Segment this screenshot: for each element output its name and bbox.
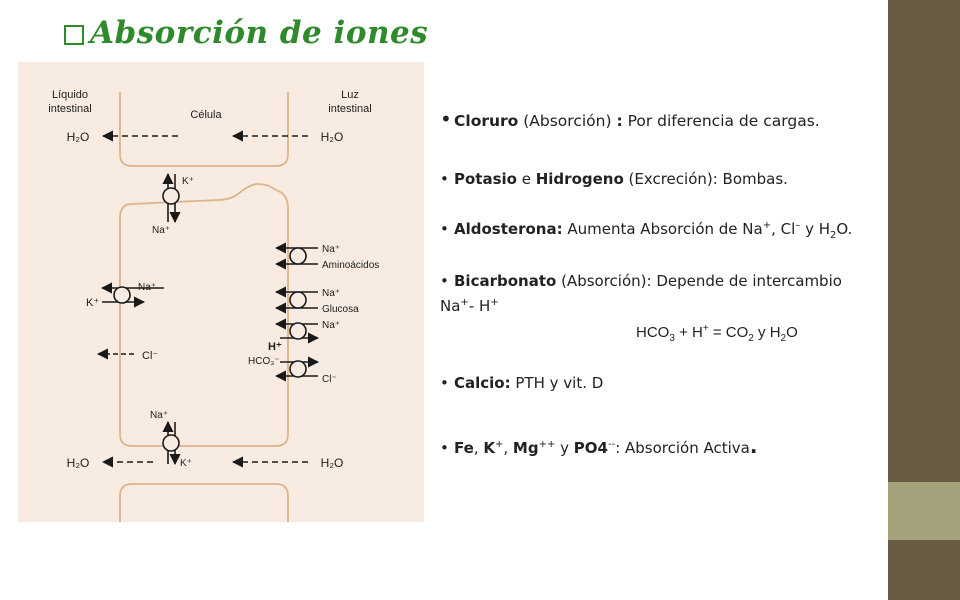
label-liquido-1: Líquido [52,89,88,101]
cell-bottom-outline [119,483,289,522]
label-cl-right: Cl⁻ [322,374,337,385]
bullet-calcio: •Calcio: PTH y vit. D [440,374,604,392]
ion-absorption-diagram: Líquido intestinal Célula Luz intestinal… [18,62,424,522]
na-k-pump-left [113,286,131,304]
sidebar-accent-band [888,482,960,540]
label-k-left: K⁺ [86,297,99,309]
label-hco3: HCO₃⁻ [248,356,280,367]
label-cl-left: Cl⁻ [142,350,158,362]
label-h2o-top-left: H₂O [67,130,90,144]
checkbox-bullet-icon [64,25,84,45]
diagram-svg: Líquido intestinal Célula Luz intestinal… [48,89,379,522]
formula-bicarbonato: HCO3 + H+ = CO2 y H2O [636,323,798,344]
label-h2o-bottom-left: H₂O [67,456,90,470]
label-luz-2: intestinal [328,103,371,115]
cell-middle-outline [119,183,289,447]
bullet-cloruro: •Cloruro (Absorción) : Por diferencia de… [440,107,820,131]
na-k-pump-bottom [162,434,180,452]
label-luz-1: Luz [341,89,359,101]
bullet-fe: •Fe, K+, Mg++ y PO4--: Absorción Activa. [440,434,758,458]
label-liquido-2: intestinal [48,103,91,115]
label-k-top: K⁺ [182,176,194,187]
label-na-left: Na⁺ [138,282,156,293]
bullet-bicarbonato-line2: Na+- H+ [440,297,499,315]
bullet-bicarbonato: •Bicarbonato (Absorción): Depende de int… [440,272,842,290]
cell-top-outline [119,92,289,167]
symporter-glucose [289,291,307,309]
label-glucosa: Glucosa [322,304,359,315]
bullet-aldosterona: •Aldosterona: Aumenta Absorción de Na+, … [440,220,853,241]
label-na-top: Na⁺ [152,225,170,236]
label-aminoacidos: Aminoácidos [322,260,379,271]
label-celula: Célula [190,109,222,121]
slide-title: Absorción de iones [64,8,428,58]
antiporter-cl-hco3 [289,360,307,378]
slide-title-text: Absorción de iones [90,15,429,51]
bullet-potasio: •Potasio e Hidrogeno (Excreción): Bombas… [440,170,788,188]
label-k-bottom: K⁺ [180,458,192,469]
label-na-aa: Na⁺ [322,244,340,255]
label-h2o-bottom-right: H₂O [321,456,344,470]
label-h2o-top-right: H₂O [321,130,344,144]
symporter-aa [289,247,307,265]
label-na-glu: Na⁺ [322,288,340,299]
antiporter-na-h [289,322,307,340]
na-k-pump-top [162,187,180,205]
label-na-bottom: Na⁺ [150,410,168,421]
label-h: H⁺ [268,341,282,353]
label-na-h: Na⁺ [322,320,340,331]
